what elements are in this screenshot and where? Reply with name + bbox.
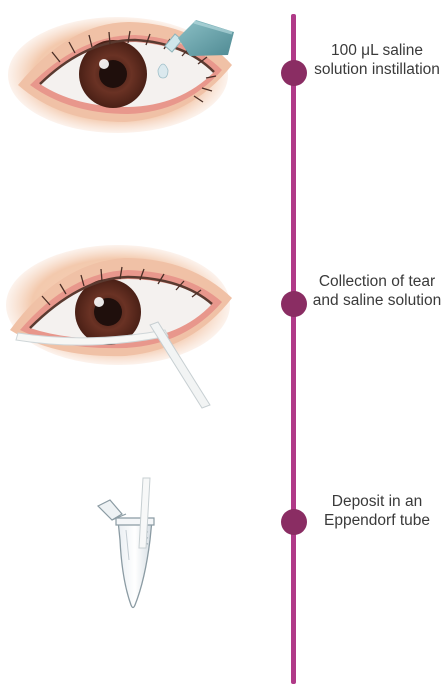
timeline-line — [291, 14, 296, 684]
step-2-label: Collection of tear and saline solution — [312, 272, 442, 310]
step-2-marker — [281, 291, 307, 317]
step-1-label: 100 μL saline solution instillation — [312, 41, 442, 79]
eppendorf-tube-icon — [98, 478, 154, 608]
eye-icon — [6, 245, 232, 365]
step-1-marker — [281, 60, 307, 86]
step-3-label: Deposit in an Eppendorf tube — [312, 492, 442, 530]
step-3-marker — [281, 509, 307, 535]
